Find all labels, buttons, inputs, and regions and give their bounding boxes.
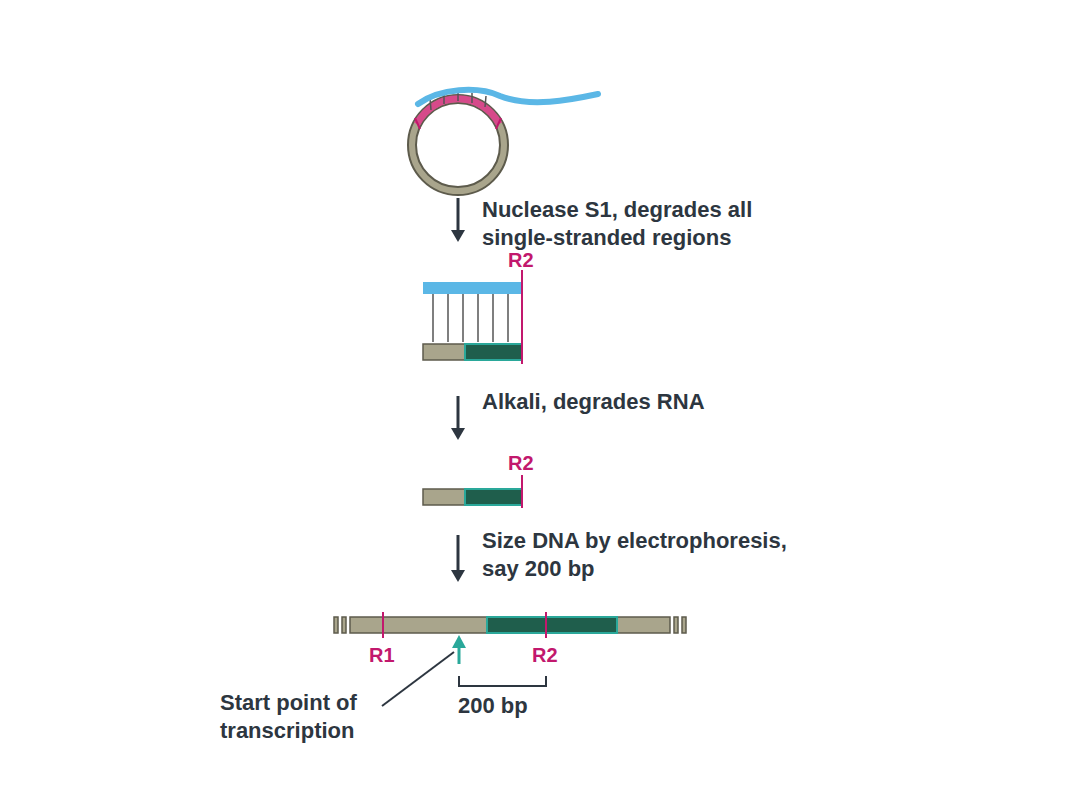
- dna-fragment: [423, 344, 522, 360]
- distance-bracket: [459, 676, 546, 686]
- step-label: Nuclease S1, degrades all single-strande…: [482, 196, 817, 252]
- dna-fragment: [423, 489, 522, 505]
- gene-segment: [465, 344, 522, 360]
- plasmid-circle-fill: [412, 99, 504, 191]
- step-label: Start point of transcription: [220, 689, 420, 745]
- start-arrowhead: [452, 635, 466, 648]
- gene-segment: [465, 489, 522, 505]
- region-tick: [415, 118, 420, 129]
- site-label: R2: [508, 248, 534, 272]
- r2-site-line: [521, 475, 523, 508]
- step-label: Size DNA by electrophoresis, say 200 bp: [482, 527, 812, 583]
- site-label: R2: [532, 643, 558, 667]
- r2-site-line: [545, 612, 547, 638]
- base-pair-ticks: [433, 294, 508, 342]
- rna-segment: [423, 282, 522, 294]
- rna-strand: [418, 90, 598, 104]
- region-tick: [496, 118, 501, 129]
- hybrid-dna-region: [417, 99, 499, 124]
- map-broken-ends: [334, 617, 686, 633]
- start-arrow: [458, 646, 461, 664]
- r1-site-line: [382, 612, 384, 638]
- step-label: 200 bp: [458, 692, 528, 720]
- r2-site-line: [521, 270, 523, 364]
- site-label: R2: [508, 451, 534, 475]
- step-arrows: [451, 198, 465, 582]
- plasmid-circle: [412, 99, 504, 191]
- site-label: R1: [369, 643, 395, 667]
- genomic-dna: [350, 617, 670, 633]
- gene-region: [487, 617, 617, 633]
- step-label: Alkali, degrades RNA: [482, 388, 817, 416]
